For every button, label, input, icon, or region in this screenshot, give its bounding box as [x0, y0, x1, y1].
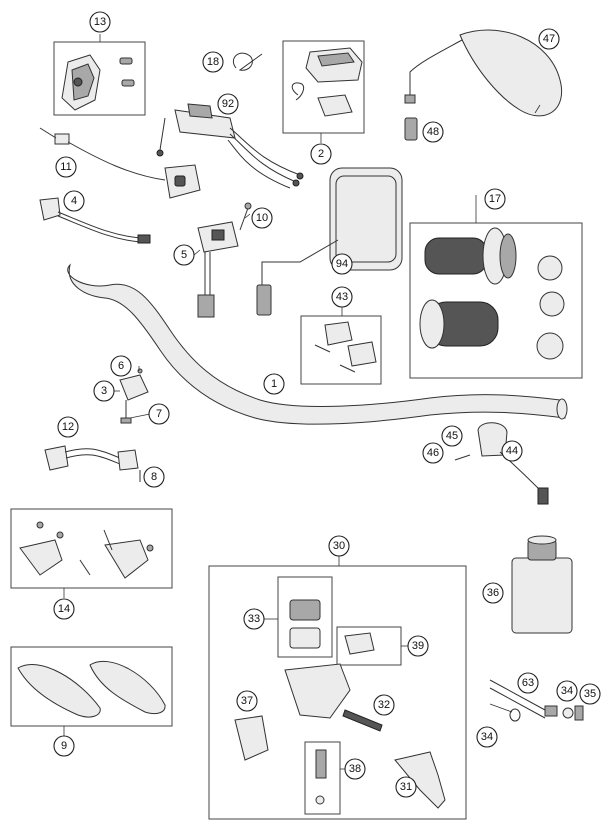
callout-13: 13 — [89, 11, 111, 33]
callout-34b: 34 — [476, 726, 498, 748]
callout-12: 12 — [57, 416, 79, 438]
callout-33: 33 — [243, 608, 265, 630]
svg-text:18: 18 — [207, 56, 219, 68]
switch-kit-group — [53, 41, 146, 116]
clutch-switch-cable — [44, 445, 141, 482]
throttle-cable-set — [156, 103, 304, 189]
hot-start-switch — [454, 422, 549, 505]
callout-63: 63 — [517, 672, 539, 694]
svg-text:2: 2 — [318, 148, 324, 160]
svg-text:45: 45 — [446, 430, 458, 442]
brake-line-fittings — [489, 679, 584, 722]
svg-text:13: 13 — [94, 16, 106, 28]
svg-text:30: 30 — [333, 540, 345, 552]
svg-text:1: 1 — [271, 378, 277, 390]
callout-11: 11 — [55, 156, 77, 178]
callout-9: 9 — [53, 735, 75, 757]
handlebar — [67, 263, 568, 425]
callout-44: 44 — [501, 440, 523, 462]
svg-text:38: 38 — [349, 763, 361, 775]
callout-2: 2 — [310, 143, 332, 165]
svg-text:37: 37 — [241, 695, 253, 707]
switch-housing-group — [282, 40, 365, 134]
svg-text:48: 48 — [427, 126, 439, 138]
callout-37: 37 — [236, 690, 258, 712]
svg-text:12: 12 — [62, 421, 74, 433]
callout-18: 18 — [202, 51, 224, 73]
svg-text:46: 46 — [427, 447, 439, 459]
svg-text:8: 8 — [151, 471, 157, 483]
map-switch — [197, 202, 252, 318]
bracket-kit — [10, 508, 173, 589]
callout-6: 6 — [110, 355, 132, 377]
svg-text:35: 35 — [584, 688, 596, 700]
callout-47: 47 — [538, 28, 560, 50]
handguard-set — [10, 646, 173, 727]
svg-text:34: 34 — [481, 731, 493, 743]
callout-39: 39 — [407, 635, 429, 657]
svg-text:32: 32 — [378, 699, 390, 711]
callout-31: 31 — [395, 776, 417, 798]
kill-switch-harness — [39, 127, 201, 199]
callout-17: 17 — [484, 188, 506, 210]
callout-35: 35 — [579, 683, 601, 705]
callout-36: 36 — [482, 582, 504, 604]
svg-text:92: 92 — [222, 98, 234, 110]
svg-text:94: 94 — [336, 258, 348, 270]
svg-text:47: 47 — [543, 33, 555, 45]
svg-text:7: 7 — [156, 408, 162, 420]
callout-8: 8 — [143, 466, 165, 488]
svg-text:39: 39 — [412, 640, 424, 652]
callout-32: 32 — [373, 694, 395, 716]
callout-4: 4 — [63, 190, 85, 212]
svg-text:6: 6 — [118, 360, 124, 372]
callout-92: 92 — [217, 93, 239, 115]
svg-text:3: 3 — [101, 385, 107, 397]
callout-94: 94 — [331, 253, 353, 275]
svg-text:17: 17 — [489, 193, 501, 205]
svg-text:63: 63 — [522, 677, 534, 689]
callout-1: 1 — [263, 373, 285, 395]
svg-text:36: 36 — [487, 587, 499, 599]
svg-text:34: 34 — [561, 685, 573, 697]
start-button — [39, 197, 151, 244]
callout-30: 30 — [328, 535, 350, 557]
clamp-set — [300, 315, 382, 385]
callout-3: 3 — [93, 380, 115, 402]
svg-text:10: 10 — [256, 212, 268, 224]
callout-48: 48 — [422, 121, 444, 143]
svg-text:14: 14 — [58, 603, 70, 615]
callout-5: 5 — [173, 244, 195, 266]
callout-10: 10 — [251, 207, 273, 229]
clamp-bracket — [119, 368, 149, 424]
svg-text:5: 5 — [181, 249, 187, 261]
callout-43: 43 — [331, 286, 353, 308]
svg-text:4: 4 — [71, 195, 77, 207]
svg-text:9: 9 — [61, 740, 67, 752]
callout-38: 38 — [344, 758, 366, 780]
callout-45: 45 — [441, 425, 463, 447]
svg-text:43: 43 — [336, 291, 348, 303]
callout-14: 14 — [53, 598, 75, 620]
callout-46: 46 — [422, 442, 444, 464]
grip-set — [409, 222, 583, 379]
svg-text:11: 11 — [60, 161, 71, 173]
svg-text:31: 31 — [400, 781, 412, 793]
callout-7: 7 — [148, 403, 170, 425]
mirror — [404, 29, 562, 141]
brake-fluid-bottle — [511, 535, 573, 634]
square-mirror — [256, 167, 403, 316]
cable-tie — [232, 52, 263, 71]
svg-text:44: 44 — [506, 445, 518, 457]
callout-34a: 34 — [556, 680, 578, 702]
svg-text:33: 33 — [248, 613, 260, 625]
